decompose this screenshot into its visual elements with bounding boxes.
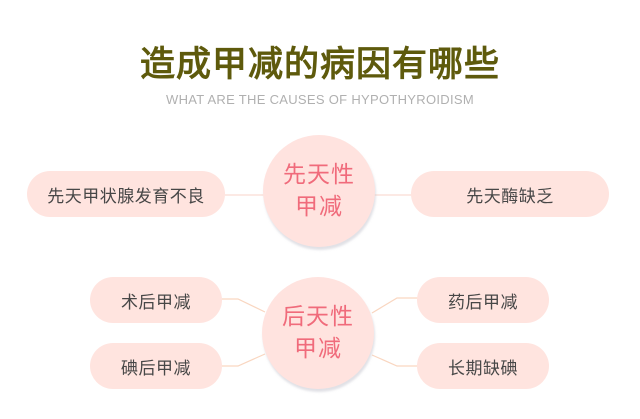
connector-acquired-right-top (371, 297, 418, 314)
node-acquired-postoperative: 术后甲减 (90, 277, 222, 323)
node-acquired-iodine-deficiency: 长期缺碘 (417, 343, 549, 389)
hub-congenital-line1: 先天性 (283, 162, 355, 188)
hub-congenital-hypothyroidism: 先天性 甲减 (263, 135, 375, 247)
node-congenital-thyroid-dysgenesis: 先天甲状腺发育不良 (27, 171, 225, 217)
page-subtitle: WHAT ARE THE CAUSES OF HYPOTHYROIDISM (166, 92, 474, 107)
node-congenital-enzyme-deficiency: 先天酶缺乏 (411, 171, 609, 217)
node-acquired-drug-induced: 药后甲减 (417, 277, 549, 323)
hub-acquired-hypothyroidism: 后天性 甲减 (262, 277, 374, 389)
connector-acquired-left-bottom (222, 353, 266, 367)
hub-acquired-line1: 后天性 (282, 304, 354, 330)
hub-acquired-line2: 甲减 (294, 336, 342, 362)
connector-acquired-left-top (222, 298, 266, 313)
connector-acquired-right-bottom (371, 354, 418, 367)
page-title: 造成甲减的病因有哪些 (139, 45, 500, 85)
hub-congenital-line2: 甲减 (295, 194, 343, 220)
node-acquired-post-iodine: 碘后甲减 (90, 343, 222, 389)
